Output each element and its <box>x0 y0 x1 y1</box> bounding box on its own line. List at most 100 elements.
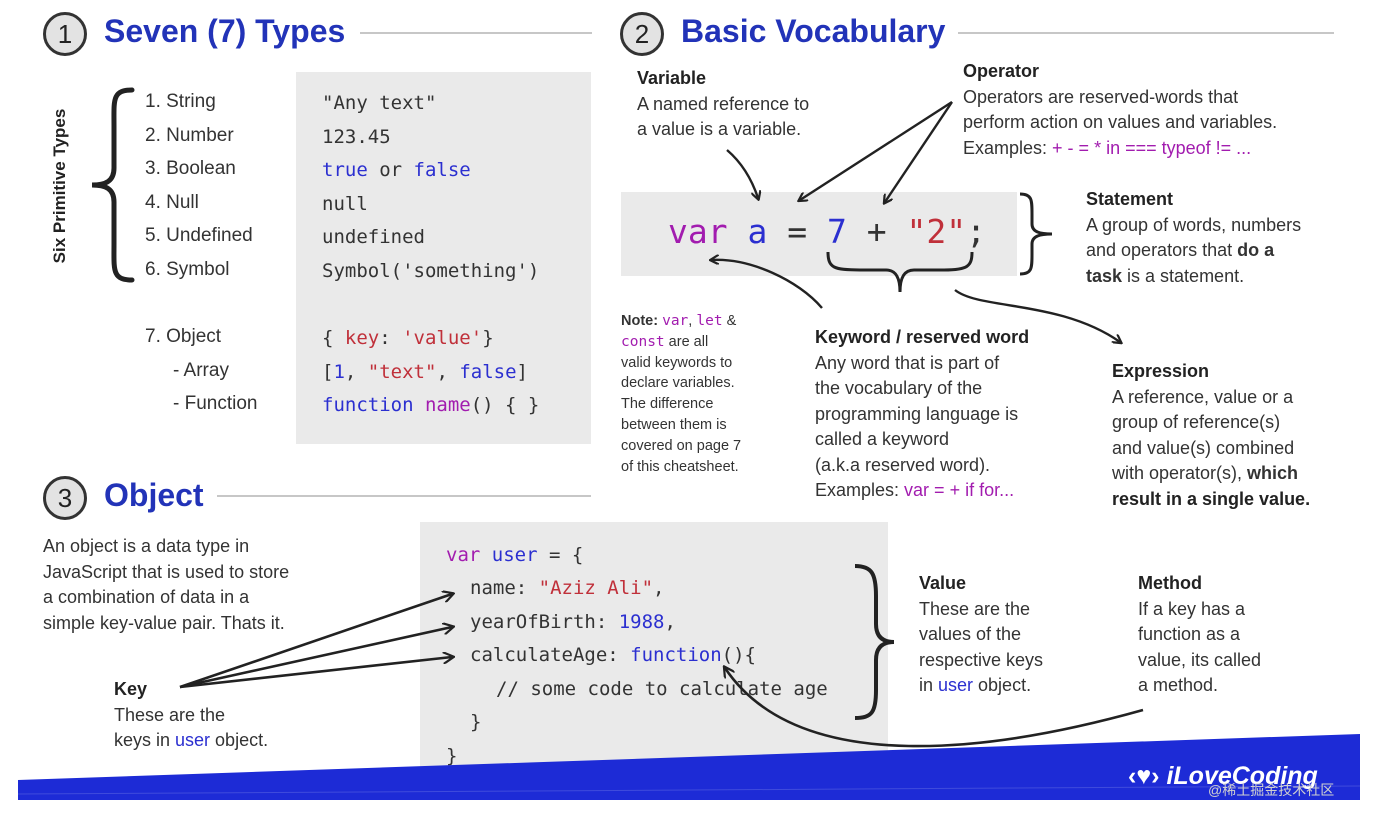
watermark: @稀土掘金技术社区 <box>1208 782 1335 798</box>
statement-text: and operators that do a <box>1086 240 1275 260</box>
statement-code: var a = 7 + "2"; <box>668 212 986 251</box>
operator-definition: Operator Operators are reserved-words th… <box>963 59 1363 161</box>
object-code-line: } <box>470 711 482 733</box>
method-arrow-icon <box>725 668 1144 748</box>
object-intro: An object is a data type in JavaScript t… <box>43 534 373 636</box>
section-title-types: Seven (7) Types <box>104 13 346 49</box>
variable-heading: Variable <box>637 68 707 88</box>
object-intro-line: JavaScript that is used to store <box>43 561 290 582</box>
keyword-text: programming language is <box>815 403 1019 424</box>
note-line: Note: var, let & <box>621 313 737 329</box>
expression-text: result in a single value. <box>1112 488 1311 509</box>
operator-heading: Operator <box>963 61 1040 81</box>
heart-code-icon: ‹♥› <box>1128 762 1167 790</box>
keyword-text: Any word that is part of <box>815 352 1000 373</box>
method-text: a method. <box>1138 675 1219 695</box>
object-code-line: name: "Aziz Ali", <box>470 577 665 599</box>
object-code-line: } <box>446 745 458 767</box>
expression-text: with operator(s), which <box>1112 463 1299 483</box>
footer-band <box>17 734 1361 800</box>
value-text: values of the <box>919 624 1022 644</box>
note-line: between them is <box>621 416 727 433</box>
key-definition: Key These are the keys in user object. <box>114 677 334 754</box>
note-line: The difference <box>621 396 714 413</box>
type-label: - Function <box>173 393 258 414</box>
operator-text: Operators are reserved-words that <box>963 86 1239 107</box>
key-arrow-icon <box>179 594 452 689</box>
note-line: declare variables. <box>621 375 735 392</box>
object-intro-line: An object is a data type in <box>43 536 250 556</box>
type-example-code: true or false <box>322 159 471 181</box>
expression-heading: Expression <box>1112 361 1210 381</box>
expression-text: and value(s) combined <box>1112 437 1295 458</box>
keyword-heading: Keyword / reserved word <box>815 327 1030 347</box>
footer-brand: ‹♥› iLoveCoding <box>1128 762 1318 791</box>
object-code-line: calculateAge: function(){ <box>470 644 756 666</box>
key-arrow-icon <box>179 627 452 689</box>
keyword-definition: Keyword / reserved word Any word that is… <box>815 325 1085 504</box>
section-number-3: 3 <box>43 476 87 520</box>
value-definition: Value These are the values of the respec… <box>919 571 1119 699</box>
note-line: covered on page 7 <box>621 437 742 454</box>
object-intro-line: a combination of data in a <box>43 587 250 607</box>
types-code-box <box>296 72 591 444</box>
vocab-arrows <box>600 100 1380 360</box>
operator-examples: Examples: + - = * in === typeof != ... <box>963 137 1252 158</box>
object-arrows <box>179 564 1144 748</box>
object-code-line: yearOfBirth: 1988, <box>470 611 676 633</box>
note-line: of this cheatsheet. <box>621 458 739 475</box>
type-example-code: null <box>322 193 368 215</box>
keyword-examples: Examples: var = + if for... <box>815 480 1015 500</box>
type-example-code: 123.45 <box>322 126 391 148</box>
object-code-line: var user = { <box>446 544 584 566</box>
operator-arrow-icon <box>885 101 953 202</box>
side-label-primitive: Six Primitive Types <box>50 108 69 264</box>
key-text: keys in user object. <box>114 730 269 750</box>
keyword-arrow-icon <box>712 260 823 309</box>
type-label: 6. Symbol <box>145 259 230 280</box>
method-text: value, its called <box>1138 649 1262 670</box>
type-label: 2. Number <box>145 125 234 146</box>
type-label: 4. Null <box>145 192 199 213</box>
section-title-object: Object <box>104 477 204 513</box>
type-example-code: function name() { } <box>322 394 540 416</box>
keyword-text: the vocabulary of the <box>815 378 983 398</box>
statement-heading: Statement <box>1086 189 1174 209</box>
type-label: 1. String <box>145 91 216 112</box>
statement-text: task is a statement. <box>1086 265 1245 286</box>
variable-definition: Variable A named reference to a value is… <box>637 66 867 143</box>
expression-arrow-icon <box>954 289 1120 342</box>
value-brace-icon <box>854 564 895 720</box>
variable-arrow-icon <box>726 149 758 198</box>
operator-text: perform action on values and variables. <box>963 112 1278 132</box>
value-heading: Value <box>919 573 967 593</box>
type-label: 3. Boolean <box>145 158 236 179</box>
keyword-note: Note: var, let & const are all valid key… <box>621 311 781 477</box>
object-code-box <box>420 522 888 785</box>
expression-text: group of reference(s) <box>1112 412 1281 432</box>
section-number-1: 1 <box>43 12 87 56</box>
section-title-vocab: Basic Vocabulary <box>681 13 946 49</box>
section-divider <box>958 32 1334 34</box>
type-label: - Array <box>173 360 229 381</box>
statement-definition: Statement A group of words, numbers and … <box>1086 187 1366 289</box>
value-text: respective keys <box>919 649 1044 670</box>
key-arrow-icon <box>179 657 452 689</box>
type-label: 7. Object <box>145 326 222 347</box>
type-example-code: { key: 'value'} <box>322 327 494 349</box>
method-definition: Method If a key has a function as a valu… <box>1138 571 1338 699</box>
brand-name: iLoveCoding <box>1166 762 1318 790</box>
section-divider <box>217 495 591 497</box>
expression-definition: Expression A reference, value or a group… <box>1112 359 1372 512</box>
section-number-2: 2 <box>620 12 664 56</box>
variable-text: a value is a variable. <box>637 119 802 139</box>
keyword-text: called a keyword <box>815 429 950 449</box>
variable-text: A named reference to <box>637 93 810 114</box>
statement-brace-icon <box>1019 192 1053 276</box>
type-example-code: [1, "text", false] <box>322 361 528 383</box>
type-example-code: Symbol('something') <box>322 260 540 282</box>
keyword-text: (a.k.a reserved word). <box>815 454 991 475</box>
section-divider <box>360 32 592 34</box>
object-intro-line: simple key-value pair. Thats it. <box>43 612 285 633</box>
value-text: These are the <box>919 598 1031 619</box>
